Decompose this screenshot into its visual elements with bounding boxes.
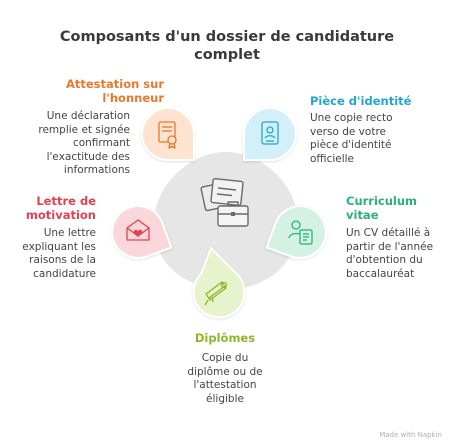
label-cv: Curriculum vitae [346,194,418,222]
petal-cv [265,205,327,259]
petal-attestation [140,106,195,161]
petal-identite [243,106,298,161]
diagram-title: Composants d'un dossier de candidature c… [0,28,454,64]
title-line-1: Composants d'un dossier de candidature [59,29,395,45]
desc-attestation: Une déclaration remplie et signée confir… [38,110,130,176]
label-identite: Pièce d'identité [310,94,412,108]
desc-identite: Une copie recto verso de votre pièce d'i… [310,112,393,165]
desc-cv: Un CV détaillé à partir de l'année d'obt… [346,227,434,280]
certificate-icon [158,121,177,149]
label-attestation: Attestation sur l'honneur [65,77,164,105]
label-motivation: Lettre de motivation [25,194,96,222]
label-diplomes: Diplômes [194,331,256,345]
briefcase-documents-icon [200,177,249,227]
resume-icon [288,220,313,245]
love-letter-icon [126,219,150,241]
diploma-icon [204,281,228,306]
petal-motivation [111,205,173,259]
id-card-icon [261,121,279,145]
desc-diplomes: Copie du diplôme ou de l'attestation éli… [187,352,263,405]
petal-diplomes [192,246,246,319]
title-line-2: complet [194,47,260,63]
footer-credit: Made with Napkin [379,431,442,439]
desc-motivation: Une lettre expliquant les raisons de la … [22,227,96,280]
